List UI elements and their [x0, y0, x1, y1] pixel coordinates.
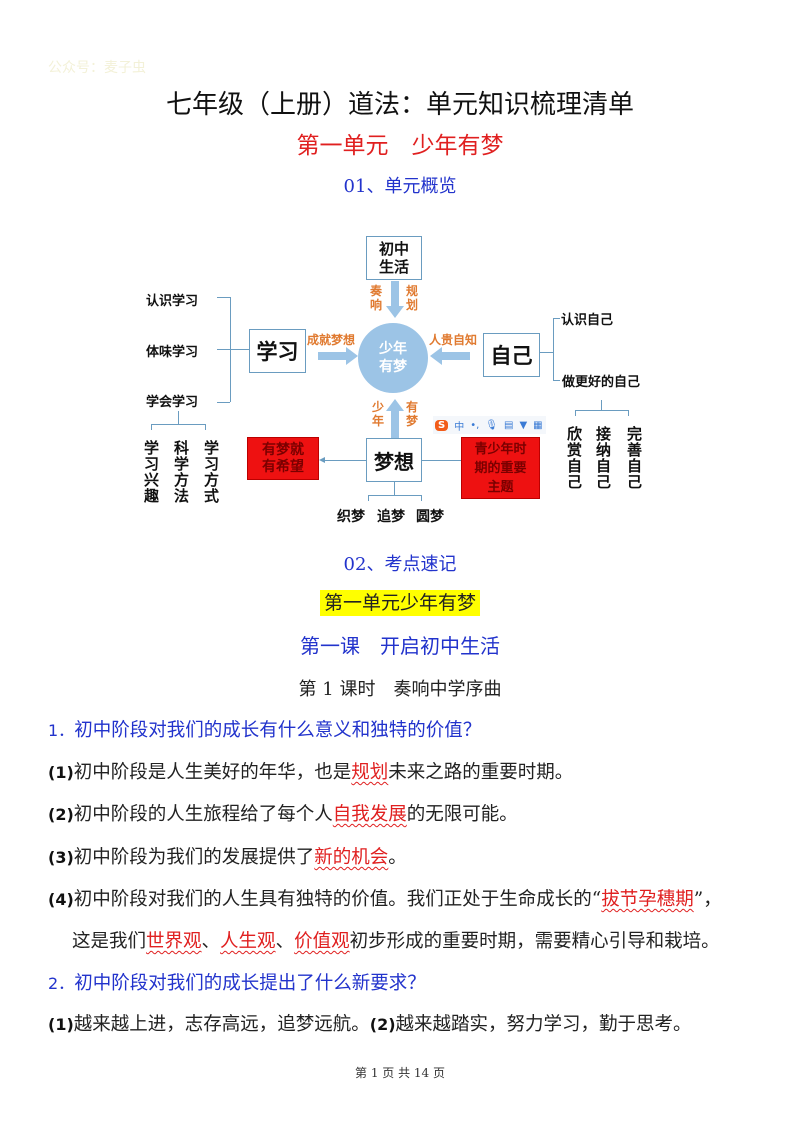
answer-3: (3)初中阶段为我们的发展提供了新的机会。: [48, 847, 407, 868]
item-perfect-self: 完善自己: [625, 426, 643, 490]
arrow-left-head-icon: [430, 347, 442, 365]
label-guihua: 规划: [406, 284, 419, 312]
box-junior-life: 初中生活: [366, 236, 422, 280]
item-chase-dream: 追梦: [377, 509, 405, 525]
item-experience-study: 体味学习: [146, 345, 199, 360]
item-accept-self: 接纳自己: [594, 426, 612, 490]
watermark: 公众号：麦子虫: [48, 60, 146, 76]
skin-icon[interactable]: ▼: [519, 419, 528, 431]
label-know-self: 人贵自知: [429, 333, 478, 347]
arrow-right-head-icon: [346, 347, 358, 365]
answer-4: (4)初中阶段对我们的人生具有独特的价值。我们正处于生命成长的“拔节孕穗期”，: [48, 889, 722, 910]
unit-title: 第一单元 少年有梦: [296, 133, 504, 159]
answer-5: (1)越来越上进，志存高远，追梦远航。(2)越来越踏实，努力学习，勤于思考。: [48, 1014, 692, 1035]
item-fulfill-dream: 圆梦: [416, 509, 444, 525]
box-study: 学习: [249, 329, 306, 373]
label-shaonian: 少年: [372, 400, 385, 428]
item-appreciate-self: 欣赏自己: [565, 426, 583, 490]
ime-toolbar[interactable]: S 中 •, 🎙 ▤ ▼ ▦: [433, 416, 546, 434]
answer-2: (2)初中阶段的人生旅程给了每个人自我发展的无限可能。: [48, 804, 518, 825]
grid-icon[interactable]: ▦: [533, 419, 543, 431]
red-box-hope: 有梦就有希望: [247, 437, 319, 480]
keyboard-icon[interactable]: ▤: [503, 419, 514, 431]
page-footer: 第 1 页 共 14 页: [355, 1066, 445, 1080]
arrow-up: [391, 410, 399, 438]
arrow-right: [318, 352, 348, 360]
arrow-up-head-icon: [386, 399, 404, 411]
label-youmeng: 有梦: [406, 400, 419, 428]
sogou-logo-icon: S: [435, 419, 449, 431]
item-better-self: 做更好的自己: [562, 375, 641, 390]
answer-4-cont: 这是我们世界观、人生观、价值观初步形成的重要时期，需要精心引导和栽培。: [72, 931, 720, 952]
section-heading-notes: 02、考点速记: [343, 554, 457, 575]
item-know-self: 认识自己: [561, 313, 614, 328]
question-2: 2．初中阶段对我们的成长提出了什么新要求？: [48, 973, 426, 994]
box-self: 自己: [483, 333, 540, 377]
item-study-style: 学习方式: [202, 440, 220, 504]
item-weave-dream: 织梦: [337, 509, 365, 525]
item-scientific-method: 科学方法: [172, 440, 190, 504]
item-study-interest: 学习兴趣: [142, 440, 160, 504]
label-achieve-dream: 成就梦想: [307, 333, 356, 347]
label-zouxiang: 奏响: [370, 284, 383, 312]
red-box-theme: 青少年时期的重要主题: [461, 437, 540, 499]
mic-icon[interactable]: 🎙: [485, 419, 498, 431]
lang-toggle[interactable]: 中: [454, 421, 465, 433]
period-title: 第 1 课时 奏响中学序曲: [298, 679, 502, 700]
center-circle: 少年有梦: [358, 323, 428, 393]
item-learn-study: 学会学习: [146, 395, 199, 410]
arrow-left: [442, 352, 470, 360]
unit-highlight: 第一单元少年有梦: [0, 588, 800, 616]
arrow-down-head-icon: [386, 306, 404, 318]
question-1: 1．初中阶段对我们的成长有什么意义和独特的价值？: [48, 720, 482, 741]
answer-1: (1)初中阶段是人生美好的年华，也是规划未来之路的重要时期。: [48, 762, 574, 783]
punctuation-icon[interactable]: •,: [470, 419, 480, 431]
item-know-study: 认识学习: [146, 294, 199, 309]
arrow-down: [391, 281, 399, 309]
page-title: 七年级（上册）道法：单元知识梳理清单: [165, 90, 634, 120]
section-heading-overview: 01、单元概览: [343, 176, 457, 197]
lesson-title: 第一课 开启初中生活: [300, 634, 500, 658]
box-dream: 梦想: [366, 438, 422, 482]
